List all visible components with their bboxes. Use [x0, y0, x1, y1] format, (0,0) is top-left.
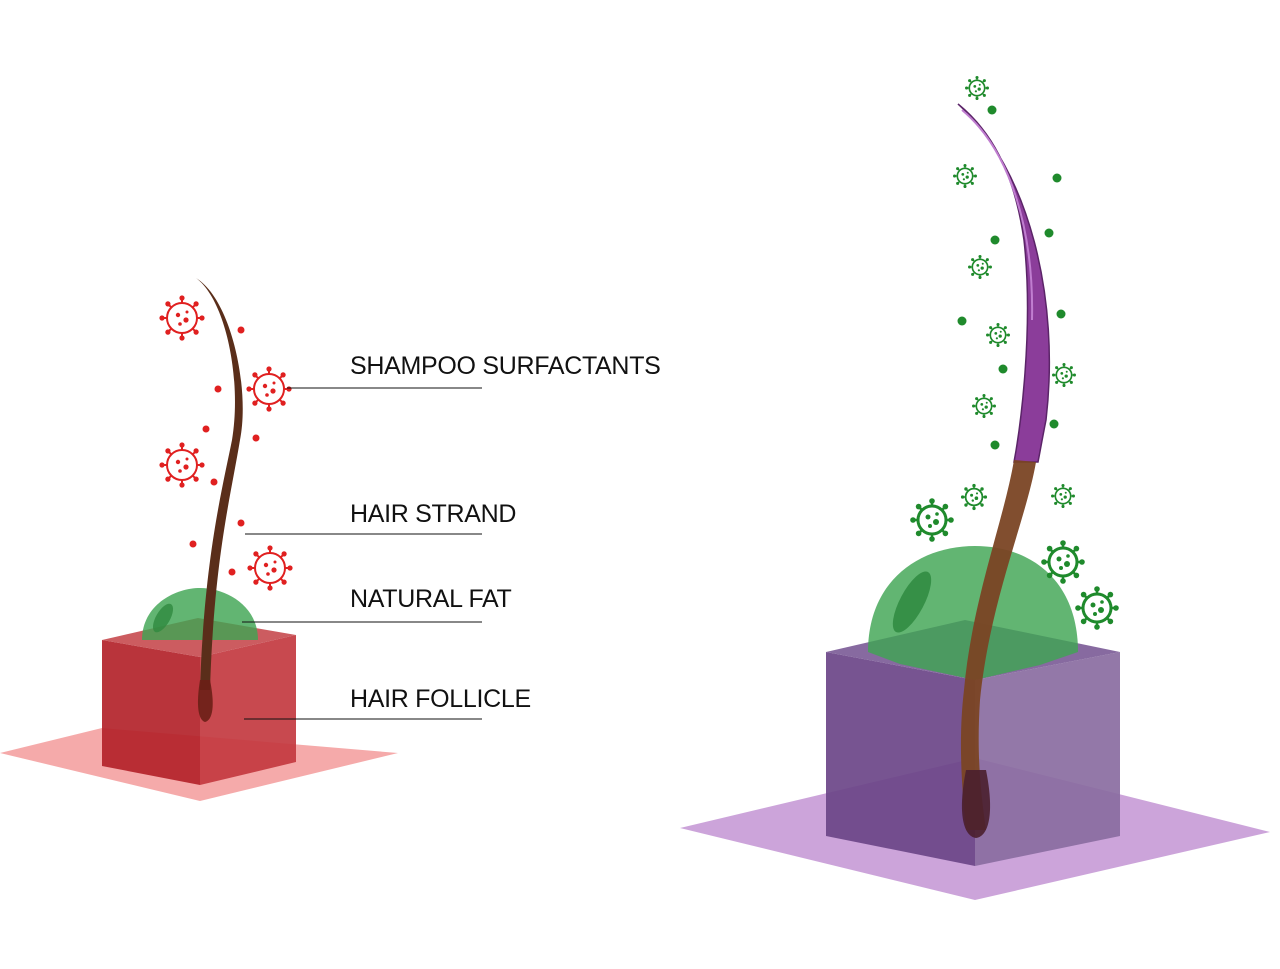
green-particle-icon [964, 75, 990, 101]
green-particle-icon [967, 254, 993, 280]
surfactant-icon [245, 365, 293, 413]
right-cube-right [975, 652, 1120, 866]
right-fat-highlight [892, 571, 932, 633]
label-shampoo-surfactants: SHAMPOO SURFACTANTS [350, 352, 661, 380]
label-natural-fat: NATURAL FAT [350, 585, 512, 613]
right-illustration [680, 75, 1270, 900]
left-illustration [0, 278, 398, 801]
right-hair-bulb [961, 770, 991, 838]
label-hair-strand: HAIR STRAND [350, 500, 516, 528]
green-particle-icon [908, 496, 956, 544]
green-particle-icon [952, 163, 978, 189]
label-hair-follicle: HAIR FOLLICLE [350, 685, 531, 713]
green-particle-icon [971, 393, 997, 419]
right-hair-shine [961, 109, 1034, 321]
left-natural-fat [142, 588, 258, 640]
green-particle-icon [960, 483, 988, 511]
green-particle-icon [985, 322, 1011, 348]
left-cube-front [102, 640, 200, 785]
left-fat-highlight [152, 603, 174, 633]
right-cube-front [826, 652, 975, 866]
green-particle-icon [1050, 483, 1076, 509]
labels [242, 387, 482, 720]
green-particle-icon [1073, 584, 1121, 632]
left-hair-strand [196, 278, 243, 690]
green-particle-icon [1051, 362, 1077, 388]
left-cube-right [200, 635, 296, 785]
right-droplets [957, 105, 1066, 450]
green-particle-icon [1039, 538, 1087, 586]
left-droplets [189, 326, 260, 576]
surfactant-icon [158, 441, 206, 489]
left-hair-bulb [197, 680, 213, 722]
right-hair-tip [957, 103, 1051, 463]
surfactant-icon [158, 294, 206, 342]
surfactant-icon [246, 544, 294, 592]
